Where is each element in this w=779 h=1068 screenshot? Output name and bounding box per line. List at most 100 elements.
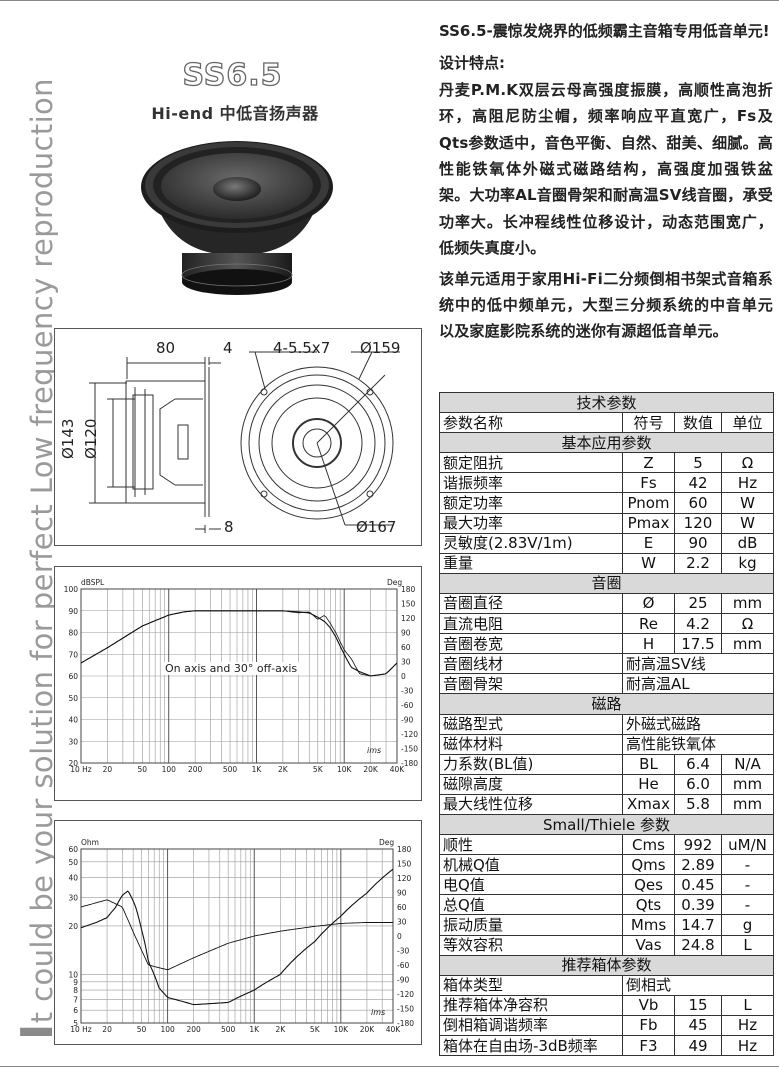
param-value: 2.2: [674, 552, 722, 574]
param-value: 5: [674, 452, 722, 474]
x-tick-label: 1K: [252, 765, 263, 774]
x-tick-label: 100: [160, 1025, 175, 1034]
param-value: 15: [674, 994, 722, 1016]
param-symbol: Vas: [622, 934, 675, 956]
param-symbol: Mms: [622, 914, 675, 936]
param-value: 耐高温SV线: [621, 653, 775, 675]
right-tick-label: -120: [401, 730, 418, 739]
x-tick-label: 5K: [313, 765, 324, 774]
left-tick-label: 80: [68, 629, 78, 638]
table-row: 音圈线材耐高温SV线: [439, 653, 775, 675]
table-row: 磁路型式外磁式磁路: [439, 713, 775, 735]
left-tick-label: 9: [73, 978, 78, 987]
param-value: 0.45: [674, 874, 722, 896]
param-name: 音圈直径: [439, 592, 623, 615]
table-header-row: 参数名称符号数值单位: [439, 412, 775, 434]
param-name: 谐振频率: [439, 472, 623, 494]
dim-d143: Ø143: [59, 418, 77, 459]
x-tick-label: 10K: [337, 765, 353, 774]
param-name: 音圈卷宽: [439, 633, 623, 655]
left-tick-label: 100: [64, 585, 79, 594]
bottom-rule: [0, 1066, 779, 1067]
param-name: 电Q值: [439, 874, 623, 896]
param-value: 2.89: [674, 854, 722, 876]
param-unit: Hz: [720, 1014, 775, 1037]
param-unit: mm: [720, 793, 775, 815]
table-header-cell: 单位: [720, 412, 775, 434]
section-title: 基本应用参数: [438, 432, 775, 454]
param-name: 重量: [439, 552, 623, 574]
dim-flange: 4: [223, 339, 233, 357]
param-name: 倒相箱调谐频率: [439, 1014, 623, 1037]
right-tick-label: 90: [397, 889, 407, 898]
left-tick-label: 50: [68, 694, 78, 703]
param-unit: N/A: [720, 753, 775, 775]
x-tick-label: 10 Hz: [70, 765, 92, 774]
section-row: 基本应用参数: [438, 432, 775, 454]
section-title: 磁路: [438, 693, 775, 715]
right-tick-label: 0: [397, 932, 402, 941]
param-unit: Ω: [720, 613, 775, 635]
description-column: SS6.5-震惊发烧界的低频霸主音箱专用低音单元! 设计特点: 丹麦P.M.K双…: [439, 18, 773, 349]
dim-outer: Ø167: [356, 518, 397, 536]
param-value: 5.8: [674, 793, 722, 815]
param-value: 120: [674, 512, 722, 534]
table-row: 箱体类型倒相式: [439, 974, 775, 996]
param-name: 磁路型式: [439, 713, 623, 735]
param-unit: L: [720, 994, 775, 1016]
param-symbol: Qms: [622, 854, 675, 876]
param-symbol: Qts: [622, 894, 675, 916]
x-tick-label: 500: [223, 765, 238, 774]
param-unit: L: [720, 934, 775, 956]
x-tick-label: 100: [162, 765, 177, 774]
param-symbol: Fs: [622, 472, 675, 494]
param-value: 倒相式: [621, 974, 775, 996]
table-row: 音圈骨架耐高温AL: [439, 673, 775, 695]
plot-frame: [80, 848, 394, 1024]
y-axis-label: dBSPL: [81, 578, 105, 587]
x-tick-label: 10K: [334, 1025, 350, 1034]
param-symbol: Fb: [622, 1014, 675, 1037]
param-symbol: Z: [622, 452, 675, 474]
features-title: 设计特点:: [439, 54, 505, 73]
dimension-drawing: 80 4 4-5.5x7 Ø159 Ø143 Ø120 8 Ø167: [54, 328, 422, 546]
param-value: 60: [674, 492, 722, 514]
right-tick-label: -150: [401, 745, 418, 754]
right-tick-label: -180: [397, 1019, 414, 1028]
param-name: 等效容积: [439, 934, 623, 956]
param-value: 45: [674, 1014, 722, 1037]
param-name: 最大功率: [439, 512, 623, 534]
left-tick-label: 10: [68, 970, 78, 979]
table-row: 磁体材料高性能铁氧体: [439, 733, 775, 755]
product-subtitle: Hi-end 中低音扬声器: [151, 104, 319, 123]
param-name: 磁体材料: [439, 733, 623, 755]
right-tick-label: 90: [401, 629, 411, 638]
param-symbol: F3: [622, 1034, 675, 1057]
param-symbol: Pnom: [622, 492, 675, 514]
param-unit: -: [720, 854, 775, 876]
param-name: 额定阻抗: [439, 452, 623, 474]
param-symbol: Pmax: [622, 512, 675, 534]
section-title: 音圈: [438, 572, 775, 594]
left-tick-label: 40: [68, 716, 78, 725]
param-symbol: Qes: [622, 874, 675, 896]
section-row: 磁路: [438, 693, 775, 715]
impedance-curve: [80, 868, 394, 1006]
param-name: 推荐箱体净容积: [439, 994, 623, 1016]
x-tick-label: 40K: [386, 1025, 402, 1034]
param-unit: uM/N: [720, 834, 775, 856]
param-value: 14.7: [674, 914, 722, 936]
param-value: 992: [674, 834, 722, 856]
right-tick-label: 120: [397, 874, 412, 883]
